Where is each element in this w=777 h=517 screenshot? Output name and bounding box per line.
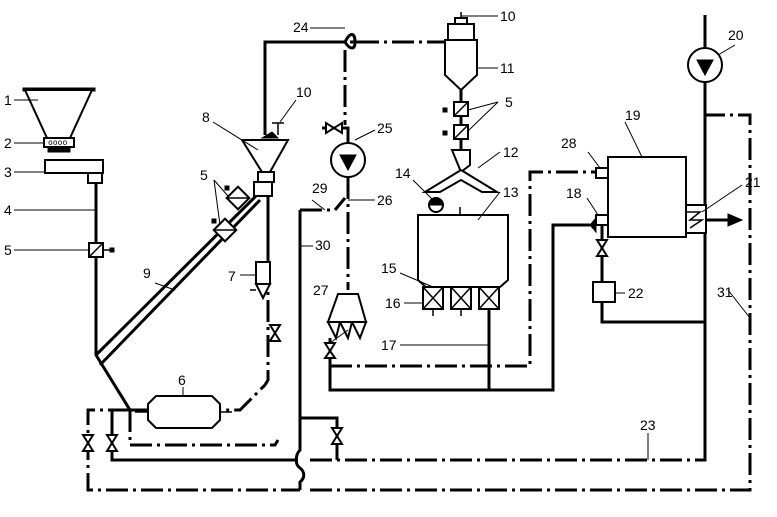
label-31: 31: [717, 284, 733, 300]
line-valve-30: [300, 416, 339, 460]
label-20: 20: [728, 27, 744, 43]
label-8: 8: [202, 109, 210, 125]
pipe-17: [330, 170, 595, 368]
label-26: 26: [377, 192, 393, 208]
labels: 1 2 3 4 5 5 5 6 7 8 9 10 10 11 12 13 14 …: [4, 8, 761, 433]
label-17: 17: [381, 337, 397, 353]
svg-text:oooo: oooo: [48, 138, 67, 147]
fan-20: [687, 47, 723, 83]
pipe-cyclone-down: [220, 265, 270, 412]
label-4: 4: [4, 202, 12, 218]
label-2: 2: [4, 135, 12, 151]
label-12: 12: [503, 144, 519, 160]
line-bottom: [310, 113, 752, 492]
fan-25: [330, 142, 366, 178]
line-30-down: [294, 210, 306, 490]
collector-27: [326, 293, 368, 341]
label-14: 14: [395, 165, 411, 181]
label-30: 30: [315, 237, 331, 253]
label-10-left: 10: [296, 84, 312, 100]
feed-hopper: oooo: [22, 87, 96, 153]
inclined-pipe-9: [94, 188, 264, 357]
label-21: 21: [745, 174, 761, 190]
label-19: 19: [625, 107, 641, 123]
label-5-left: 5: [4, 242, 12, 258]
label-22: 22: [628, 285, 644, 301]
valve-5-left: [88, 242, 115, 258]
valve-27: [323, 342, 337, 359]
pipe-27-down: [328, 223, 590, 392]
exchanger-21: [685, 204, 744, 234]
cyclone-8: [240, 122, 290, 197]
label-3: 3: [4, 164, 12, 180]
valve-lower-mid: [268, 324, 282, 342]
unit-22: [592, 281, 616, 303]
pipe-4: [94, 183, 148, 412]
label-5-inclined: 5: [200, 167, 208, 183]
valves-5-inclined: [211, 185, 251, 243]
pipe-22: [600, 302, 705, 324]
distributor-12: [421, 149, 501, 193]
pipe-heater-down: [128, 410, 280, 447]
leader-lines: [14, 15, 751, 460]
label-10-right: 10: [500, 8, 516, 24]
valves-left-bottom: [81, 434, 119, 452]
label-29: 29: [312, 180, 328, 196]
label-7: 7: [228, 268, 236, 284]
pipe-cyclone-top: [263, 40, 345, 135]
valves-5-vertical: [442, 90, 469, 150]
label-9: 9: [143, 265, 151, 281]
label-6: 6: [178, 372, 186, 388]
inclined-pipe-9b: [98, 198, 262, 367]
unit-19: [589, 156, 687, 238]
label-5-vertical: 5: [505, 94, 513, 110]
label-23: 23: [640, 417, 656, 433]
label-27: 27: [313, 282, 329, 298]
pipe-24: [343, 33, 357, 50]
label-11: 11: [500, 60, 515, 76]
line-30b: [300, 197, 347, 212]
label-28: 28: [561, 135, 577, 151]
valve-26-top: [325, 121, 343, 135]
label-18: 18: [566, 185, 582, 201]
screw-feeder: [44, 159, 104, 184]
separator-7: [250, 261, 272, 301]
heater-6: [135, 395, 232, 429]
valve-30-bottom: [330, 427, 344, 445]
label-16: 16: [385, 295, 401, 311]
valve-18: [595, 225, 609, 282]
tank-13: [417, 197, 509, 288]
label-24: 24: [293, 19, 309, 35]
cyclone-11: [444, 12, 478, 92]
left-loop-2: [110, 410, 298, 462]
label-1: 1: [4, 92, 12, 108]
label-15: 15: [381, 260, 397, 276]
label-25: 25: [377, 120, 393, 136]
label-13: 13: [503, 184, 519, 200]
